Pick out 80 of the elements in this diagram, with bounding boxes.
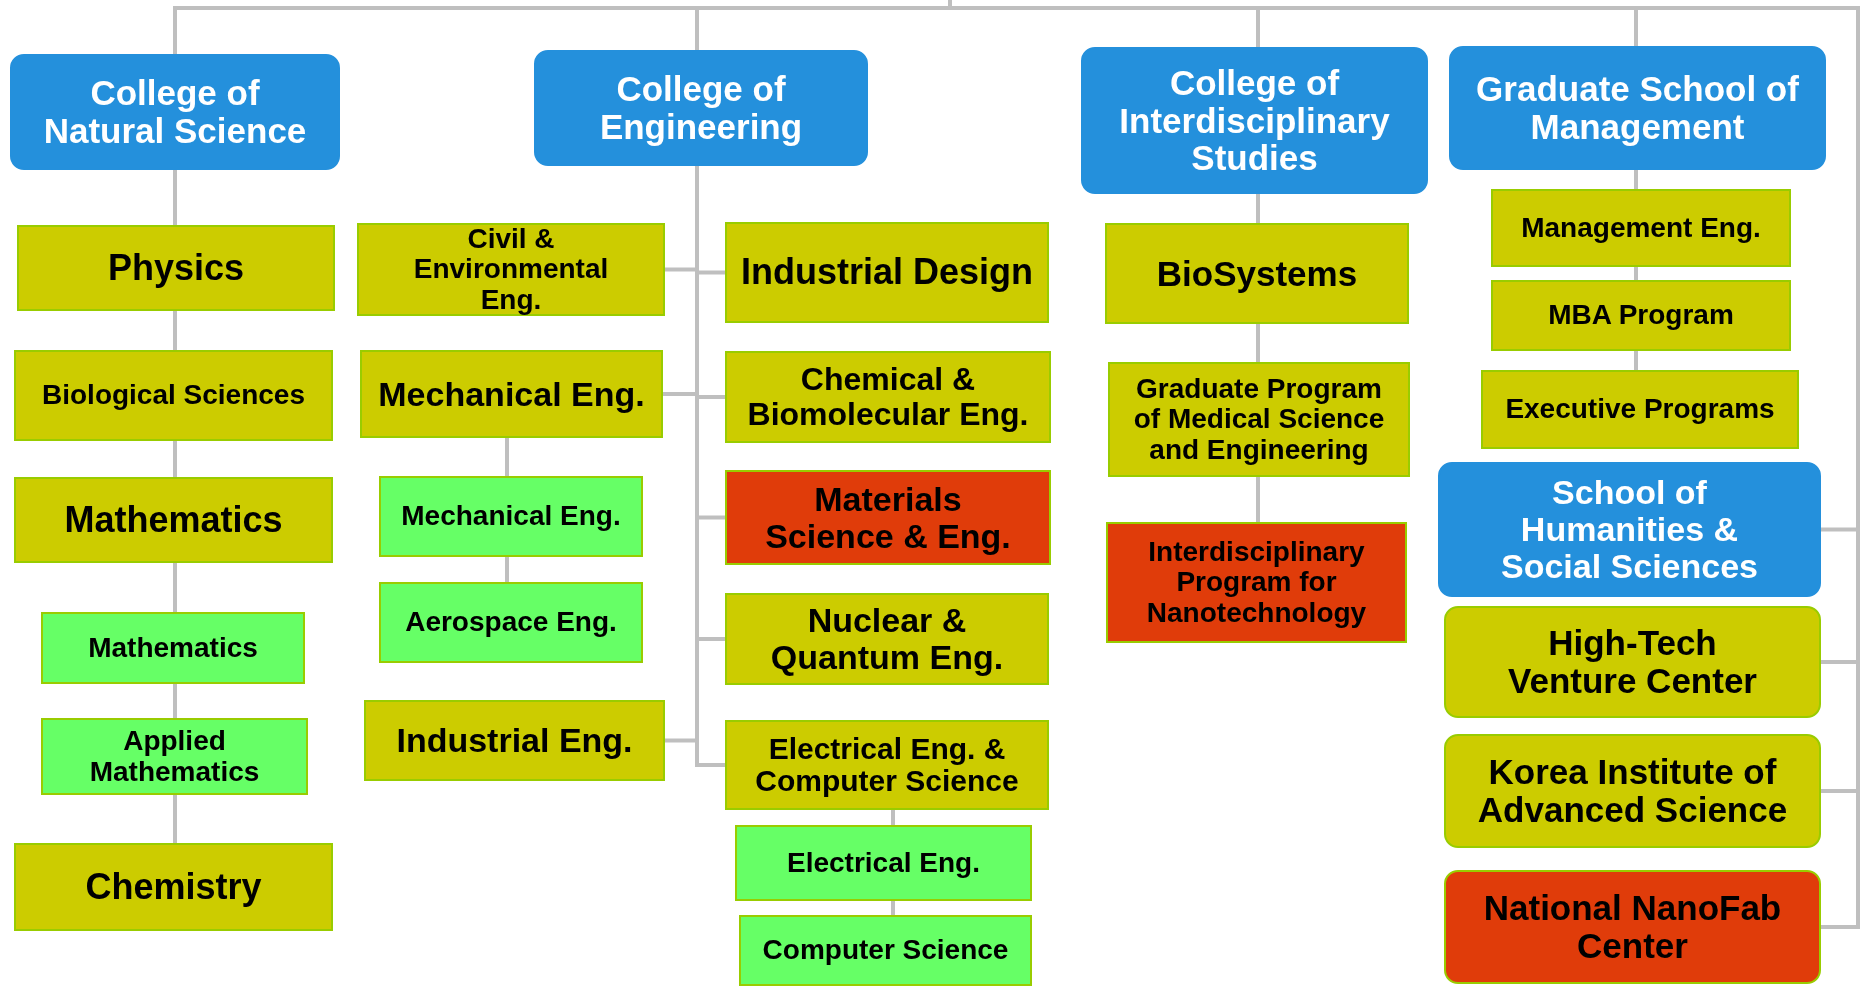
connector-line — [173, 684, 177, 718]
box-label: Computer Science — [762, 935, 1009, 966]
box-label: Electrical Eng. — [787, 847, 980, 879]
department-box — [1106, 522, 1407, 643]
department-box — [725, 222, 1049, 323]
connector-line — [891, 810, 895, 825]
box-label: National NanoFab Center — [1482, 889, 1783, 965]
box-label: Nuclear & Quantum Eng. — [769, 602, 1005, 676]
box-label: Korea Institute of Advanced Science — [1476, 753, 1789, 829]
department-box — [725, 351, 1051, 443]
box-label: Management Eng. — [1521, 212, 1761, 244]
department-box — [1491, 189, 1791, 267]
department-box — [739, 915, 1032, 986]
box-label: College of Engineering — [598, 70, 804, 146]
department-box — [735, 825, 1032, 901]
department-box — [379, 476, 643, 557]
connector-line — [1634, 351, 1638, 370]
department-box — [379, 582, 643, 663]
department-box — [1108, 362, 1410, 477]
department-box — [725, 593, 1049, 685]
box-label: College of Interdisciplinary Studies — [1118, 63, 1391, 178]
box-label: Physics — [107, 248, 245, 288]
rounded-box — [1081, 47, 1428, 194]
rounded-box — [10, 54, 340, 170]
box-label: School of Humanities & Social Sciences — [1499, 474, 1759, 585]
rounded-box — [1444, 734, 1821, 848]
connector-line — [173, 441, 177, 477]
box-label: Applied Mathematics — [88, 726, 261, 787]
department-box — [360, 350, 663, 438]
box-label: Executive Programs — [1505, 394, 1775, 425]
department-box — [14, 477, 333, 563]
rounded-box — [1444, 606, 1821, 718]
box-label: High-Tech Venture Center — [1507, 624, 1758, 700]
connector-line — [173, 563, 177, 612]
rounded-box — [1444, 870, 1821, 984]
box-label: Materials Science & Eng. — [764, 480, 1012, 555]
box-label: Biological Sciences — [42, 380, 305, 411]
department-box — [1491, 280, 1791, 351]
rounded-box — [534, 50, 868, 166]
box-label: BioSystems — [1156, 254, 1358, 293]
connector-line — [173, 170, 177, 225]
box-label: Mechanical Eng. — [378, 375, 645, 413]
connector-line — [173, 311, 177, 350]
connector-line — [1256, 194, 1260, 223]
box-label: Electrical Eng. & Computer Science — [754, 732, 1020, 798]
department-box — [364, 700, 665, 781]
department-box — [41, 718, 308, 795]
box-label: Chemical & Biomolecular Eng. — [746, 362, 1030, 432]
connector-line — [1634, 267, 1638, 280]
connector-line — [1634, 170, 1638, 189]
box-label: Aerospace Eng. — [405, 607, 617, 638]
rounded-box — [1438, 462, 1821, 597]
connector-line — [505, 557, 509, 582]
department-box — [14, 843, 333, 931]
connector-line — [1256, 324, 1260, 362]
connector-line — [173, 795, 177, 843]
connector-line — [505, 438, 509, 476]
box-label: Interdisciplinary Program for Nanotechnology — [1145, 537, 1368, 628]
department-box — [14, 350, 333, 441]
department-box — [725, 470, 1051, 565]
box-label: Industrial Eng. — [396, 722, 633, 759]
box-label: MBA Program — [1548, 300, 1734, 331]
department-box — [725, 720, 1049, 810]
department-box — [357, 223, 665, 316]
connector-line — [891, 901, 895, 915]
box-label: Industrial Design — [740, 253, 1033, 292]
box-label: Mathematics — [64, 500, 283, 540]
box-label: Mechanical Eng. — [401, 501, 621, 532]
box-label: Mathematics — [88, 632, 258, 664]
box-label: Chemistry — [85, 867, 262, 907]
department-box — [41, 612, 305, 684]
box-label: College of Natural Science — [42, 74, 308, 150]
box-label: Graduate Program of Medical Science and Engineering — [1132, 374, 1386, 465]
department-box — [1105, 223, 1409, 324]
rounded-box — [1449, 46, 1826, 170]
department-box — [1481, 370, 1799, 449]
box-label: Civil & Environmental Eng. — [412, 224, 610, 315]
department-box — [17, 225, 335, 311]
box-label: Graduate School of Management — [1475, 70, 1800, 146]
connector-line — [1256, 477, 1260, 522]
